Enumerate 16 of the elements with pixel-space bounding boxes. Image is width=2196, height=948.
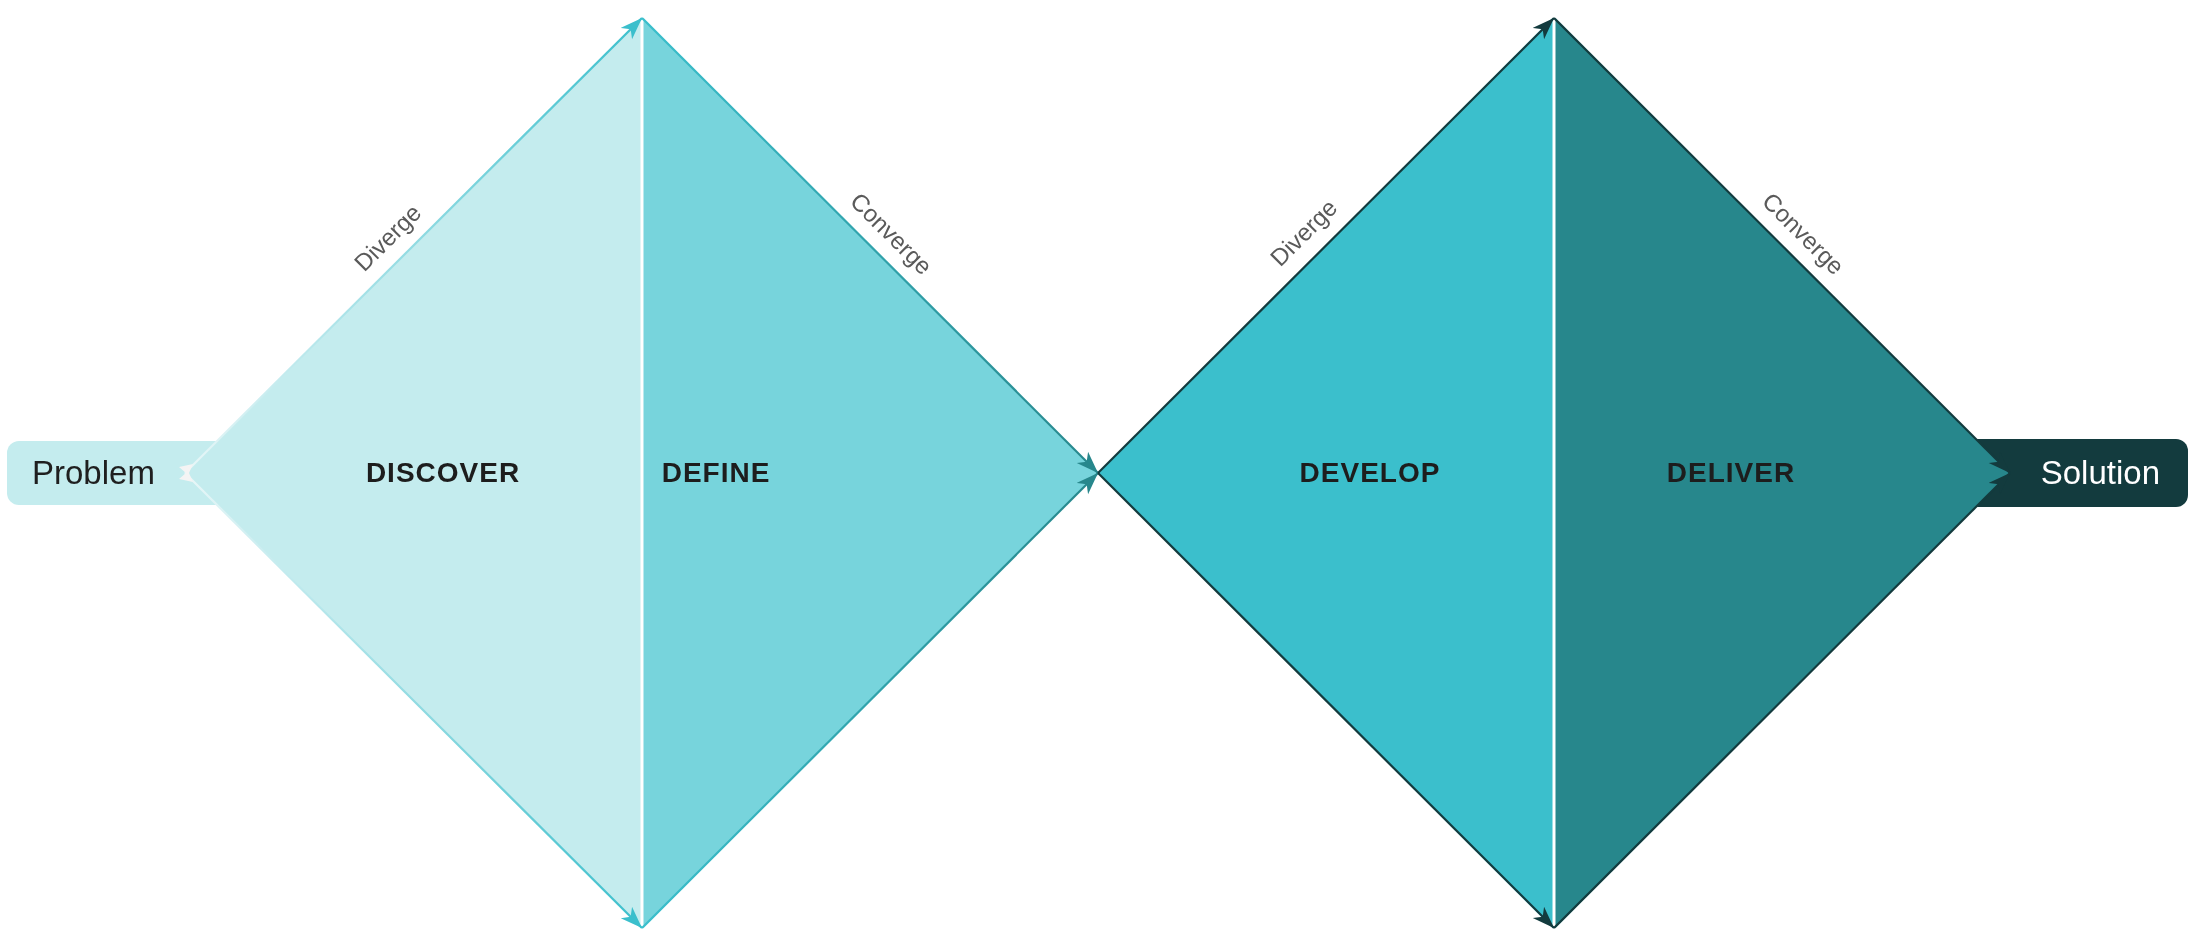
phase-label: DELIVER <box>1666 457 1796 489</box>
node-label: Solution <box>2040 454 2160 492</box>
phase-label: DISCOVER <box>365 457 521 489</box>
arrow <box>641 17 1099 474</box>
phase-label: DEFINE <box>661 457 771 489</box>
arrow <box>1553 472 2011 929</box>
start-block <box>7 441 217 505</box>
node-label: Problem <box>32 454 155 492</box>
arrow <box>641 472 1099 929</box>
arrow <box>1553 17 2011 474</box>
phase-label: DEVELOP <box>1299 457 1441 489</box>
arrow <box>1097 17 1555 474</box>
arrow <box>184 472 643 929</box>
end-block <box>1976 439 2188 507</box>
arrow <box>1097 472 1555 929</box>
phase-triangle <box>1098 18 1554 928</box>
